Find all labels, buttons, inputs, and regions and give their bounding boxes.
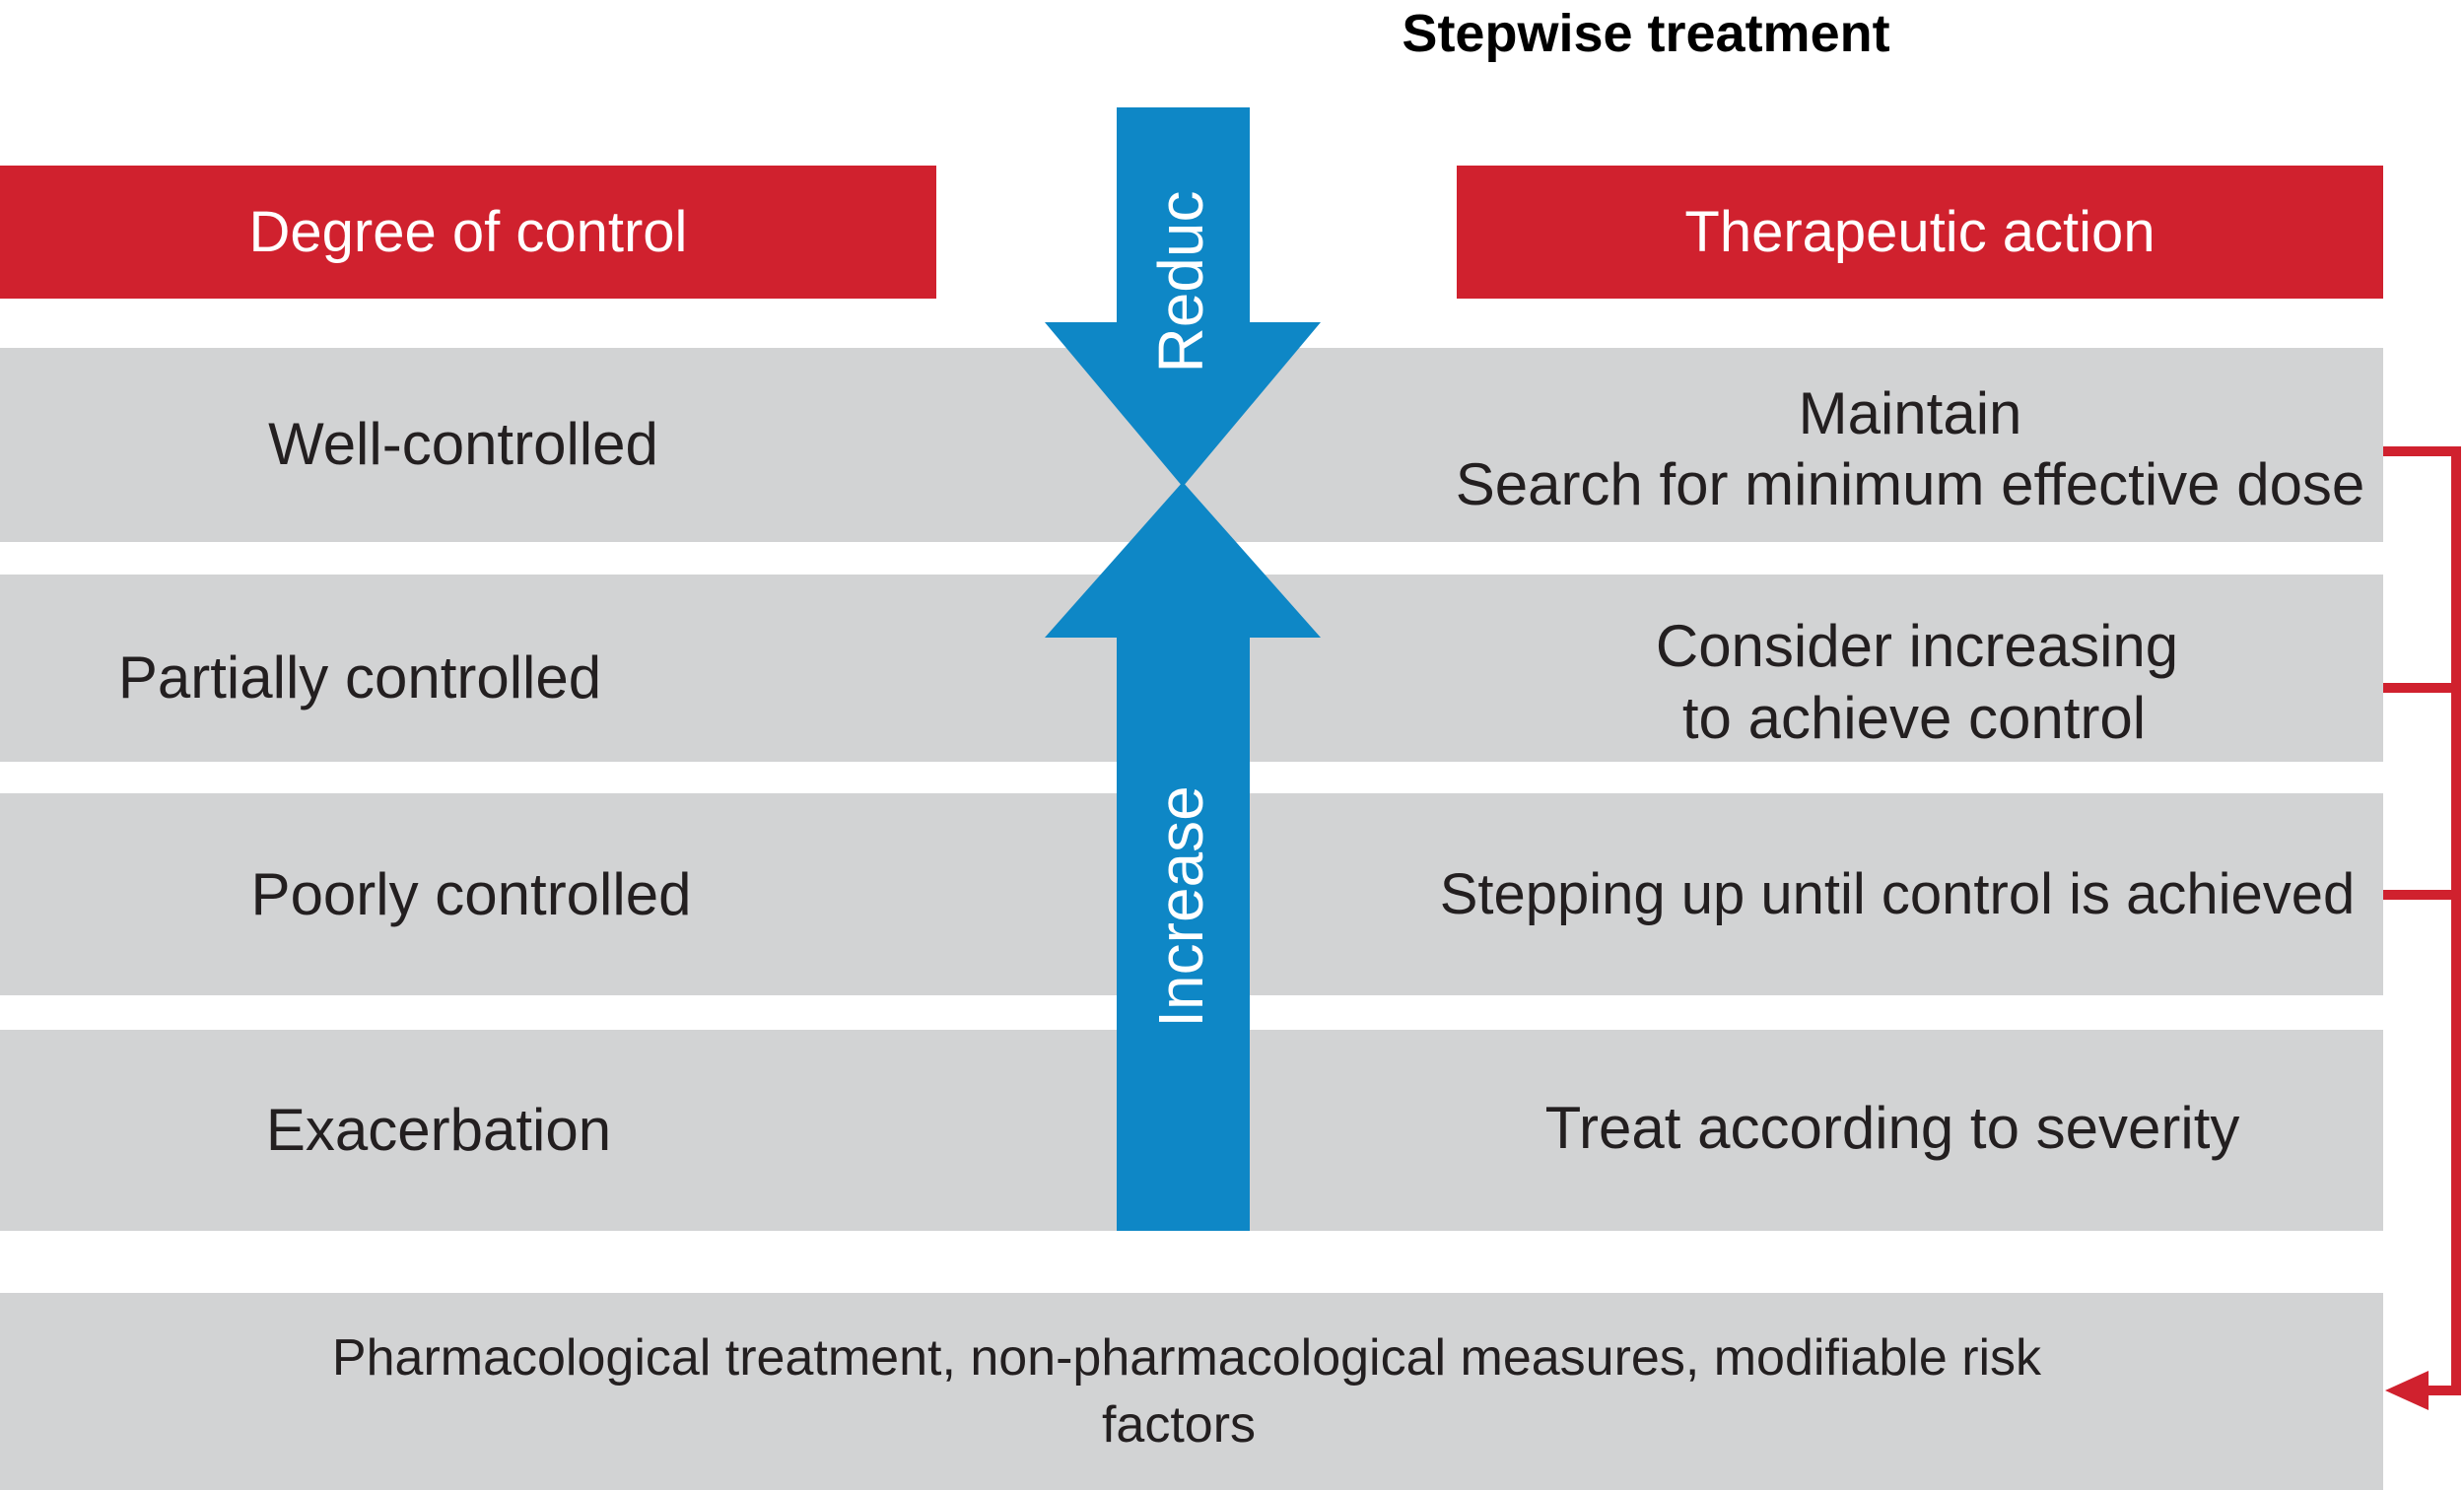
degree-of-control-header: Degree of control: [0, 166, 936, 299]
action-label-stepping-up: Stepping up until control is achieved: [1439, 862, 2356, 926]
reduce-arrow-shaft: [1117, 107, 1250, 324]
bracket-stub-row2: [2383, 683, 2461, 693]
bracket-bottom-line: [2413, 1386, 2461, 1395]
control-label-partially-controlled: Partially controlled: [117, 644, 602, 711]
increase-arrow-shaft: [1117, 636, 1250, 1231]
action-label-maintain-line2: Search for minimum effective dose: [1455, 451, 2365, 517]
action-label-consider-line1: Consider increasing: [1655, 613, 2179, 679]
control-label-poorly-controlled: Poorly controlled: [250, 861, 692, 927]
degree-of-control-header-label: Degree of control: [248, 200, 688, 264]
row-band-pharmacological: [0, 1293, 2383, 1490]
base-row-label-line1: Pharmacological treatment, non-pharmacol…: [331, 1329, 2042, 1387]
control-label-exacerbation: Exacerbation: [265, 1097, 612, 1163]
bracket-stub-row3: [2383, 890, 2461, 900]
bracket-vertical-line: [2451, 446, 2461, 1395]
therapeutic-action-header: Therapeutic action: [1457, 166, 2383, 299]
reduce-arrow-label: Reduc: [1145, 190, 1216, 373]
control-label-well-controlled: Well-controlled: [268, 411, 658, 477]
action-label-maintain-line1: Maintain: [1798, 380, 2022, 446]
bracket-stub-row1: [2383, 446, 2461, 456]
base-row-label-line2: factors: [1101, 1396, 1257, 1454]
diagram-title: Stepwise treatment: [1402, 4, 1890, 63]
action-label-consider-line2: to achieve control: [1681, 685, 2147, 751]
left-arrowhead-icon: [2385, 1371, 2429, 1410]
increase-arrow-label: Increase: [1145, 785, 1216, 1028]
action-label-treat-severity: Treat according to severity: [1544, 1095, 2240, 1161]
therapeutic-action-header-label: Therapeutic action: [1684, 200, 2156, 264]
